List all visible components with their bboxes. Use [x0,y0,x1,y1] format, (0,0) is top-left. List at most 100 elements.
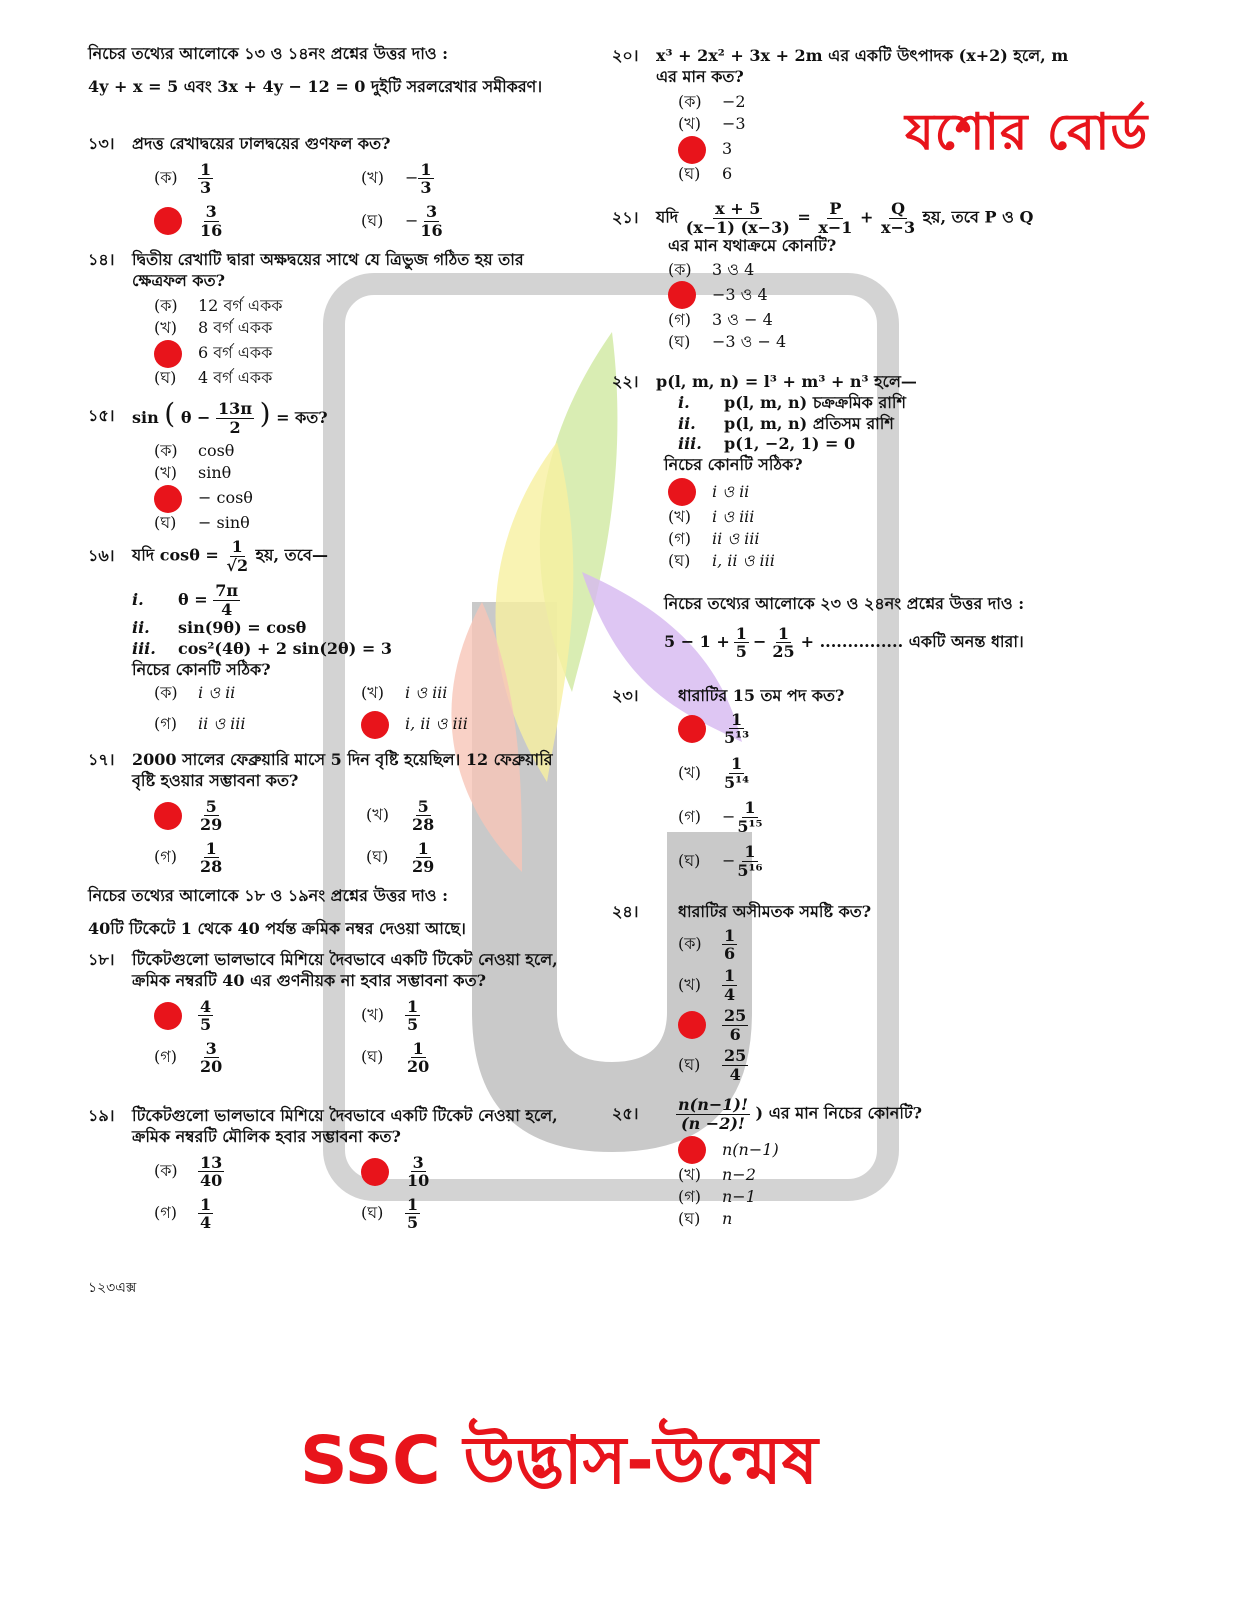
option-label: (খ) [678,762,701,782]
numerator: 1 [418,159,434,180]
option-label: (ক) [678,934,702,954]
option-kha[interactable]: (খ)−3 [678,114,1082,136]
numerator: 1 [229,537,245,557]
option-ga[interactable]: (গ)3 ও − 4 [668,309,1092,331]
denominator: 10 [407,1171,430,1191]
option-text: −2 [722,92,746,112]
numerator: 3 [203,201,219,222]
statement-iii: iii.cos²(4θ) + 2 sin(2θ) = 3 [132,639,568,660]
option-text: − cosθ [198,488,253,508]
option-ka[interactable]: (ক)i ও ii [154,683,361,705]
option-label: (গ) [668,309,691,329]
question-text: যদি cosθ = 1√2 হয়, তবে— [132,538,568,574]
option-kha[interactable]: (খ)n−2 [678,1164,1082,1186]
option-ga[interactable]: (গ) n−1 [678,1186,1082,1208]
option-kha[interactable]: (খ)i ও iii [668,506,1082,528]
option-text: 3 ও 4 [712,259,755,279]
statement-text: p(1, −2, 1) = 0 [724,434,856,454]
option-kha[interactable]: (খ)sinθ [154,463,558,485]
option-text: −3 ও 4 [712,284,768,304]
option-gha[interactable]: (ঘ)−3 ও − 4 [668,331,1092,353]
denominator: 3 [200,178,212,198]
option-ga[interactable]: (গ)ii ও iii [668,528,1082,550]
option-gha[interactable]: (ঘ)6 [678,164,1082,186]
option-text: ii ও iii [712,528,760,548]
option-ka-selected[interactable]: n(n−1) [678,1136,1082,1165]
option-label: (ঘ) [361,1047,384,1067]
numerator: 1 [733,623,749,644]
option-gha[interactable]: (ঘ)− sinθ [154,513,558,535]
option-kha[interactable]: (খ)8 বর্গ একক [154,318,558,340]
option-label: (ক) [678,92,702,112]
sin-label: sin [132,408,159,427]
option-ka[interactable]: (ক)12 বর্গ একক [154,296,558,318]
denominator: 4 [729,1064,741,1084]
option-ga[interactable]: (গ)ii ও iii [154,711,361,739]
option-ka-selected[interactable]: i ও ii [668,477,1082,506]
denominator: 5 [407,1015,419,1035]
option-label: (ক) [154,296,178,316]
option-kha[interactable]: (খ)i ও iii [361,683,568,705]
option-gha-selected[interactable]: i, ii ও iii [361,710,568,739]
question-20: ২০। x³ + 2x² + 3x + 2m এর একটি উৎপাদক (x… [612,46,1082,186]
answer-marker-icon [668,280,696,309]
page-number: ১২৩এক্স [88,1280,137,1296]
denominator: 25 [772,642,795,662]
roman-numeral: ii. [678,413,696,433]
option-label: (ঘ) [154,513,177,533]
roman-numeral: iii. [678,434,702,454]
option-ka[interactable]: (ক)cosθ [154,441,558,463]
question-number: ১৭। [88,750,115,769]
answer-marker-icon [154,1001,182,1030]
option-gha[interactable]: (ঘ)i, ii ও iii [668,550,1082,572]
option-label: (খ) [361,168,384,188]
option-ga-selected[interactable]: 3 [678,135,1082,164]
option-ka[interactable]: (ক)3 ও 4 [668,259,1092,281]
question-number: ১৪। [88,250,115,269]
statement-text: p(l, m, n) প্রতিসম রাশি [724,413,894,433]
numerator: 1 [729,753,745,774]
roman-numeral: ii. [132,618,150,638]
option-gha[interactable]: (ঘ)n [678,1208,1082,1230]
option-label: (গ) [678,1186,701,1206]
statement-text: sin(9θ) = cosθ [178,618,307,638]
option-label: (খ) [668,506,691,526]
option-gha[interactable]: (ঘ)4 বর্গ একক [154,368,558,390]
numerator: 7π [213,581,241,601]
minus-sign: − [752,632,767,652]
denominator: 20 [407,1057,430,1077]
denominator: 20 [200,1057,223,1077]
option-label: (খ) [361,683,384,703]
option-ga-selected[interactable]: − cosθ [154,484,558,513]
question-text: n(n−1)!(n −2)! ) এর মান নিচের কোনটি? [676,1096,1082,1132]
numerator: 25 [722,1006,749,1026]
option-ga-selected[interactable]: 6 বর্গ একক [154,339,558,368]
option-kha-selected[interactable]: −3 ও 4 [668,280,1092,309]
option-ka[interactable]: (ক) −2 [678,92,1082,114]
option-text: n−1 [722,1186,756,1206]
